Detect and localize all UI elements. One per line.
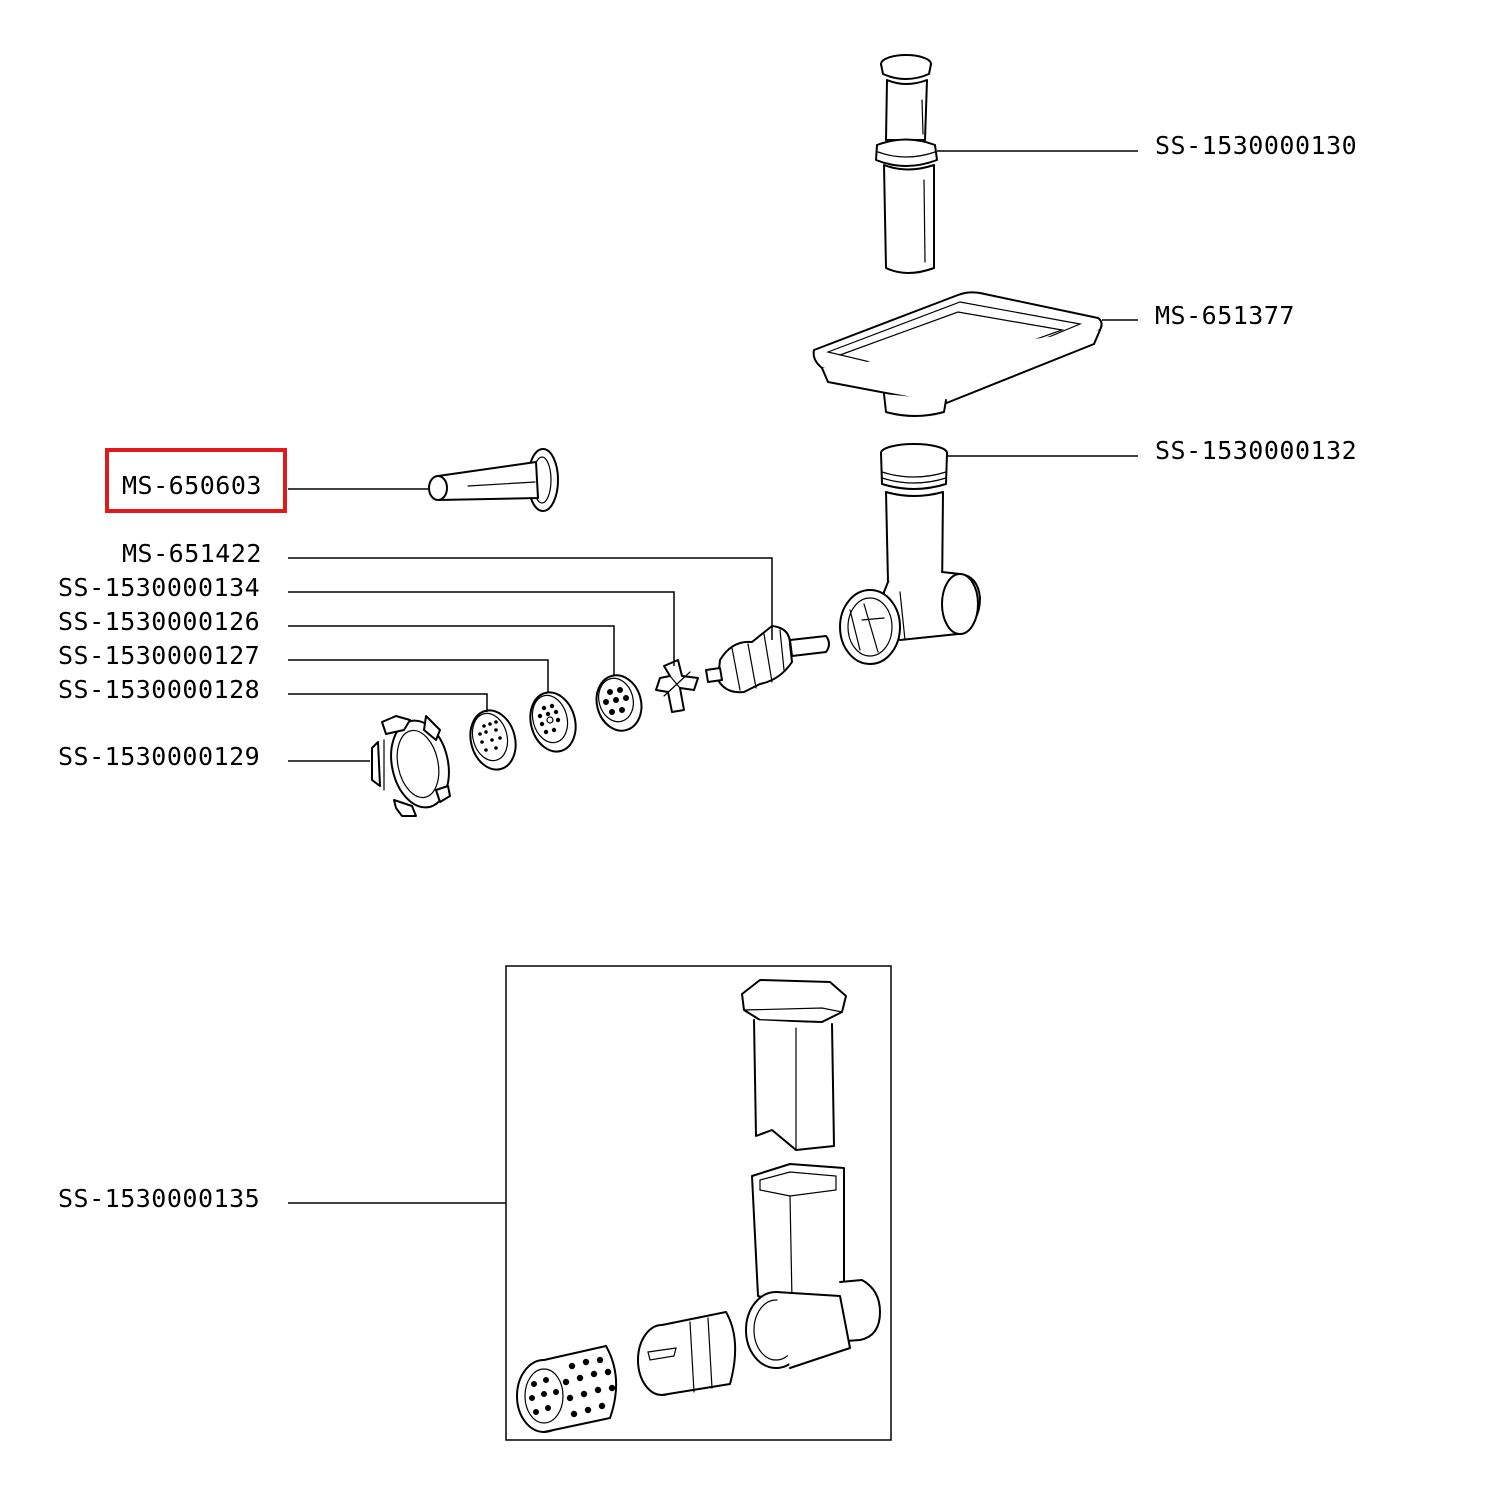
label-ss-1530000134[interactable]: SS-1530000134	[58, 573, 260, 602]
pusher-part[interactable]	[875, 54, 938, 274]
label-ss-1530000128[interactable]: SS-1530000128	[58, 675, 260, 704]
label-ss-1530000135[interactable]: SS-1530000135	[58, 1184, 260, 1213]
label-ms-651422[interactable]: MS-651422	[122, 539, 262, 568]
coarse-plate-part[interactable]	[591, 670, 648, 735]
highlight-box	[105, 448, 287, 513]
leader-ss-1530000126	[288, 625, 615, 676]
auger-part[interactable]	[705, 625, 830, 694]
label-ms-651377[interactable]: MS-651377	[1155, 301, 1295, 330]
slicer-kit-part[interactable]	[516, 979, 881, 1433]
leader-ss-1530000127	[288, 659, 549, 692]
ring-nut-part[interactable]	[371, 715, 457, 817]
fine-plate-part[interactable]	[464, 705, 522, 774]
tray-part[interactable]	[812, 291, 1103, 417]
sausage-nozzle-part[interactable]	[428, 448, 559, 512]
label-ss-1530000129[interactable]: SS-1530000129	[58, 742, 260, 771]
leader-ss-1530000134	[288, 591, 675, 666]
cross-knife-part[interactable]	[655, 659, 699, 713]
leader-ss-1530000128	[288, 693, 488, 712]
leader-ms-651422	[288, 557, 773, 640]
label-ss-1530000130[interactable]: SS-1530000130	[1155, 131, 1357, 160]
label-ss-1530000127[interactable]: SS-1530000127	[58, 641, 260, 670]
label-ms-650603[interactable]: MS-650603	[122, 471, 262, 500]
medium-plate-part[interactable]	[524, 687, 582, 756]
label-ss-1530000132[interactable]: SS-1530000132	[1155, 436, 1357, 465]
label-ss-1530000126[interactable]: SS-1530000126	[58, 607, 260, 636]
grinder-body-part[interactable]	[839, 443, 981, 665]
